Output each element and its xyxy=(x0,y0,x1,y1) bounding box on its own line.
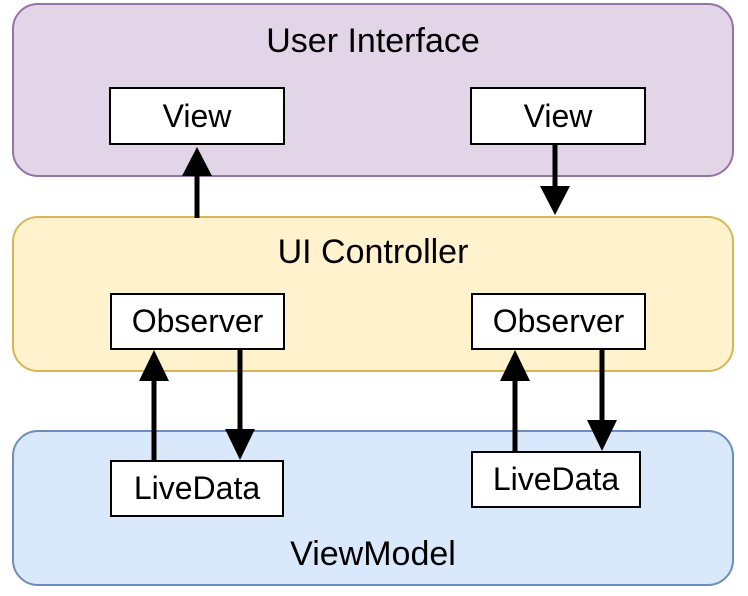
view-box-right: View xyxy=(470,87,646,145)
arrowhead-controller-down xyxy=(540,186,570,215)
user-interface-title: User Interface xyxy=(266,22,480,60)
observer-box-left: Observer xyxy=(110,293,285,350)
viewmodel-title: ViewModel xyxy=(290,535,456,573)
observer-box-right: Observer xyxy=(471,293,646,350)
view-box-left: View xyxy=(109,87,285,145)
livedata-box-left: LiveData xyxy=(110,460,284,517)
ui-controller-title: UI Controller xyxy=(277,233,469,271)
livedata-box-right: LiveData xyxy=(471,451,641,508)
